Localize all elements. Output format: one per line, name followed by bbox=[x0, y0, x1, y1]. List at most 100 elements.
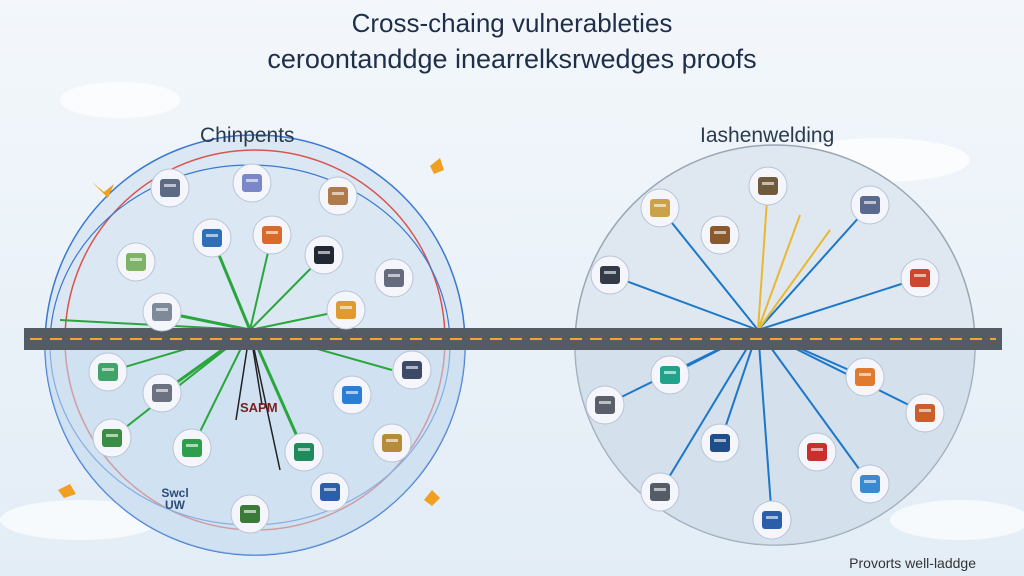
skyscraper-icon[interactable] bbox=[850, 185, 890, 225]
right-icon-glyph bbox=[650, 199, 670, 217]
connector-line bbox=[249, 329, 281, 471]
connector-line bbox=[757, 204, 871, 331]
right-icon-glyph bbox=[807, 443, 827, 461]
connector-line bbox=[757, 185, 769, 331]
left-icon-detail bbox=[406, 366, 418, 369]
left-icon-detail bbox=[318, 251, 330, 254]
cloud-decoration bbox=[0, 82, 1024, 540]
chest-icon[interactable] bbox=[318, 176, 358, 216]
globe-icon[interactable] bbox=[310, 472, 350, 512]
corner-text: Swcl UW bbox=[161, 486, 189, 512]
shelf-icon[interactable] bbox=[700, 215, 740, 255]
title-line-1: Cross-chaing vulnerableties bbox=[351, 8, 673, 38]
left-icon-glyph bbox=[328, 187, 348, 205]
temple-icon[interactable] bbox=[748, 166, 788, 206]
connector-line bbox=[757, 277, 921, 331]
building-icon[interactable] bbox=[590, 255, 630, 295]
left-icon-glyph bbox=[182, 439, 202, 457]
stove-icon[interactable] bbox=[900, 258, 940, 298]
left-icon-glyph bbox=[342, 386, 362, 404]
badge-icon[interactable] bbox=[752, 500, 792, 540]
engine-icon[interactable] bbox=[905, 393, 945, 433]
left-icon-glyph bbox=[152, 303, 172, 321]
book-icon[interactable] bbox=[797, 432, 837, 472]
right-icon-detail bbox=[654, 204, 666, 207]
right-icon-detail bbox=[664, 371, 676, 374]
right-group-label: Iashenwelding bbox=[700, 124, 835, 147]
left-icon-detail bbox=[386, 439, 398, 442]
left-icon-glyph bbox=[98, 363, 118, 381]
left-icon-detail bbox=[156, 389, 168, 392]
footer-caption: Provorts well-laddge bbox=[849, 555, 976, 571]
left-icon-detail bbox=[156, 308, 168, 311]
plant-icon[interactable] bbox=[92, 418, 132, 458]
gear-icon[interactable] bbox=[372, 423, 412, 463]
right-icon-detail bbox=[654, 488, 666, 491]
right-icon-glyph bbox=[860, 196, 880, 214]
right-icon-glyph bbox=[600, 266, 620, 284]
server-icon[interactable] bbox=[150, 168, 190, 208]
puzzle-board-icon[interactable] bbox=[232, 163, 272, 203]
left-icon-glyph bbox=[242, 174, 262, 192]
circuit-icon[interactable] bbox=[650, 355, 690, 395]
left-icon-detail bbox=[246, 179, 258, 182]
wreath-icon[interactable] bbox=[230, 494, 270, 534]
left-group-label: Chinpents bbox=[200, 124, 295, 147]
orange-bird-icon bbox=[58, 158, 444, 506]
right-icon-detail bbox=[599, 401, 611, 404]
factory-icon[interactable] bbox=[142, 292, 182, 332]
map-icon[interactable] bbox=[116, 242, 156, 282]
left-icon-glyph bbox=[102, 429, 122, 447]
right-icon-glyph bbox=[762, 511, 782, 529]
bag-icon[interactable] bbox=[192, 218, 232, 258]
left-icon-glyph bbox=[202, 229, 222, 247]
printer-icon[interactable] bbox=[585, 385, 625, 425]
right-icon-detail bbox=[919, 409, 931, 412]
left-icon-detail bbox=[102, 368, 114, 371]
left-icon-detail bbox=[346, 391, 358, 394]
right-icon-glyph bbox=[860, 475, 880, 493]
left-icon-glyph bbox=[320, 483, 340, 501]
bird-icon[interactable] bbox=[284, 432, 324, 472]
left-icon-detail bbox=[332, 192, 344, 195]
vase-icon[interactable] bbox=[326, 290, 366, 330]
left-icon-glyph bbox=[314, 246, 334, 264]
left-icon-detail bbox=[206, 234, 218, 237]
right-icon-detail bbox=[864, 480, 876, 483]
helicopter-icon[interactable] bbox=[845, 357, 885, 397]
left-icon-detail bbox=[106, 434, 118, 437]
left-icon-glyph bbox=[384, 269, 404, 287]
left-icon-detail bbox=[298, 448, 310, 451]
connector-line bbox=[757, 329, 773, 521]
left-icon-detail bbox=[266, 231, 278, 234]
right-icon-glyph bbox=[650, 483, 670, 501]
right-icon-glyph bbox=[710, 434, 730, 452]
right-icon-glyph bbox=[910, 269, 930, 287]
right-icon-glyph bbox=[915, 404, 935, 422]
anvil-icon[interactable] bbox=[700, 423, 740, 463]
connector-line bbox=[659, 207, 759, 331]
right-icon-detail bbox=[914, 274, 926, 277]
connector-line bbox=[757, 329, 871, 485]
left-icon-glyph bbox=[126, 253, 146, 271]
machine-icon[interactable] bbox=[142, 373, 182, 413]
robot-arm-icon[interactable] bbox=[374, 258, 414, 298]
right-icon-glyph bbox=[855, 368, 875, 386]
left-icon-detail bbox=[388, 274, 400, 277]
lock-icon[interactable] bbox=[332, 375, 372, 415]
leaf-icon[interactable] bbox=[172, 428, 212, 468]
connector-line bbox=[659, 329, 759, 493]
basket-icon[interactable] bbox=[640, 188, 680, 228]
left-icon-detail bbox=[340, 306, 352, 309]
connector-line bbox=[248, 329, 306, 453]
right-icon-detail bbox=[762, 182, 774, 185]
phone-icon[interactable] bbox=[304, 235, 344, 275]
connector-line bbox=[757, 214, 801, 331]
right-icon-detail bbox=[714, 231, 726, 234]
crane-icon[interactable] bbox=[640, 472, 680, 512]
sun-icon[interactable] bbox=[850, 464, 890, 504]
hand-icon[interactable] bbox=[252, 215, 292, 255]
monitor-icon[interactable] bbox=[88, 352, 128, 392]
shield-icon[interactable] bbox=[392, 350, 432, 390]
